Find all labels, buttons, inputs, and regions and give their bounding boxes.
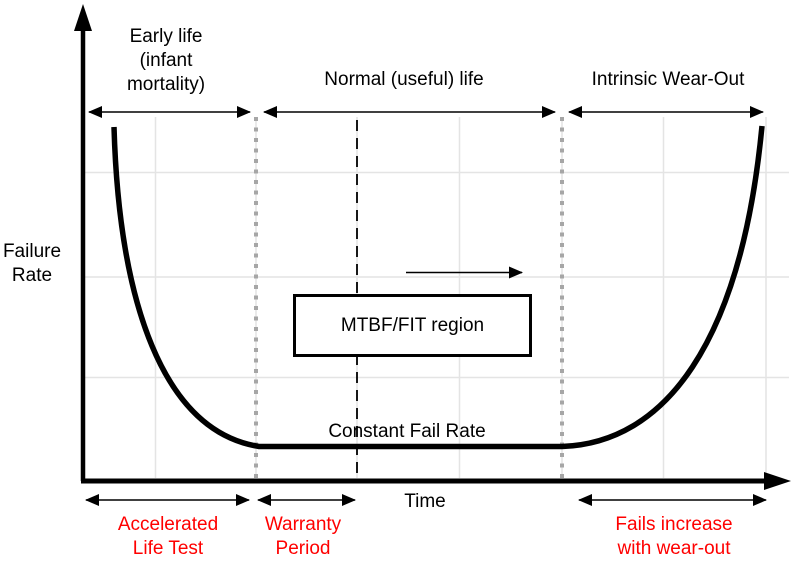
warranty-period-line1: Warranty — [264, 514, 342, 535]
mtbf-fit-region-box: MTBF/FIT region — [293, 294, 532, 357]
fails-increase-label: Fails increase with wear-out — [574, 513, 774, 561]
accelerated-life-test-label: Accelerated Life Test — [66, 513, 270, 561]
intrinsic-wearout-region-label: Intrinsic Wear-Out — [591, 69, 745, 90]
accelerated-life-test-line2: Life Test — [132, 538, 204, 559]
normal-life-region-label: Normal (useful) life — [324, 69, 484, 90]
y-axis-label: Failure Rate — [0, 240, 64, 288]
accelerated-life-test-line1: Accelerated — [117, 514, 219, 535]
y-axis-label-line1: Failure — [2, 241, 62, 262]
x-axis-arrowhead-icon — [764, 472, 791, 490]
bathtub-failure-rate-curve — [111, 125, 765, 450]
x-axis-label: Time — [404, 491, 446, 512]
fails-increase-line2: with wear-out — [617, 538, 731, 559]
y-axis-arrowhead-icon — [74, 4, 92, 31]
early-life-line2: (infant — [139, 50, 193, 71]
y-axis-label-line2: Rate — [11, 265, 53, 286]
fails-increase-line1: Fails increase — [615, 514, 733, 535]
early-life-line1: Early life — [129, 26, 203, 47]
constant-fail-rate-label: Constant Fail Rate — [328, 421, 486, 442]
early-life-line3: mortality) — [126, 74, 206, 95]
warranty-period-label: Warranty Period — [226, 513, 380, 561]
mtbf-fit-region-label: MTBF/FIT region — [340, 314, 485, 336]
warranty-period-line2: Period — [275, 538, 331, 559]
early-life-region-label: Early life (infant mortality) — [66, 25, 266, 97]
